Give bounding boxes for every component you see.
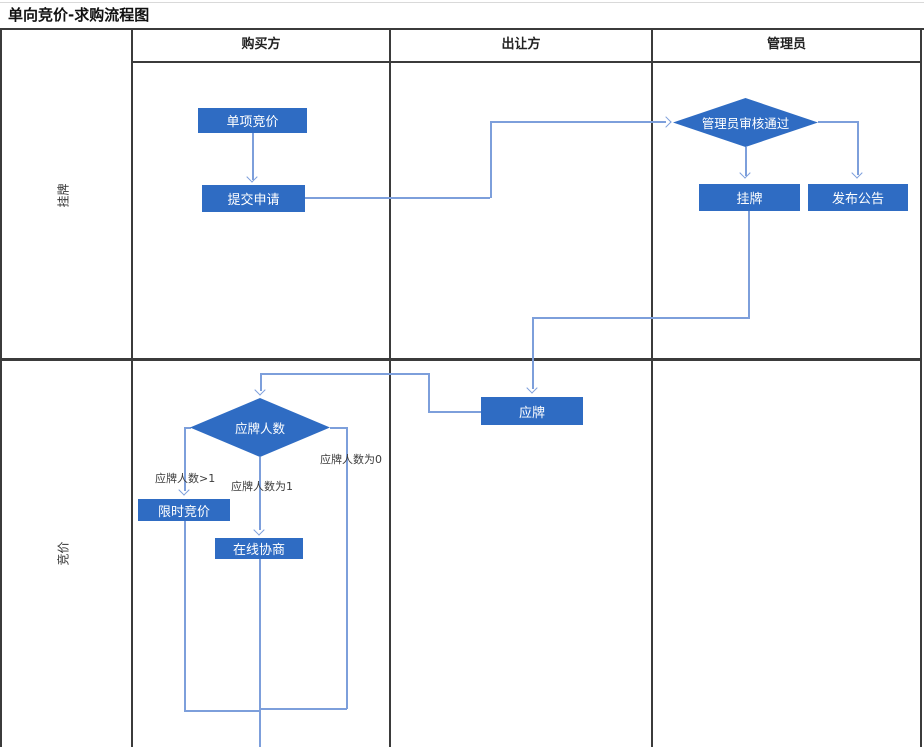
arrowhead — [253, 524, 265, 536]
edge-submit-review-2 — [490, 121, 492, 198]
edge-count-zero-1 — [330, 427, 347, 429]
arrowhead — [178, 484, 190, 496]
edge-listing-respond-2 — [532, 317, 750, 319]
node-submit-application[interactable]: 提交申请 — [202, 185, 305, 212]
decision-responder-count[interactable]: 应牌人数 — [190, 398, 330, 457]
edge-review-announce-1 — [818, 121, 858, 123]
lane-divider-3 — [651, 28, 653, 747]
edge-respond-count-2 — [428, 373, 430, 412]
table-top-border — [0, 28, 924, 30]
page-title: 单向竞价-求购流程图 — [8, 6, 150, 24]
edge-count-timed-2 — [184, 427, 186, 491]
lane-header-transferor: 出让方 — [501, 37, 541, 52]
arrowhead — [851, 167, 863, 179]
edge-count-zero-2 — [346, 427, 348, 709]
edge-respond-count-1 — [428, 411, 481, 413]
edge-label-eq0: 应牌人数为0 — [320, 453, 382, 466]
window-top-divider — [0, 2, 924, 3]
arrowhead — [526, 382, 538, 394]
node-single-bid[interactable]: 单项竞价 — [198, 108, 307, 133]
edge-review-listing — [745, 147, 747, 176]
node-respond[interactable]: 应牌 — [481, 397, 583, 425]
edge-respond-count-3 — [260, 373, 429, 375]
edge-review-announce-2 — [857, 121, 859, 175]
table-left-border — [0, 28, 2, 747]
edge-label-eq1: 应牌人数为1 — [231, 480, 293, 493]
lane-divider-2 — [389, 28, 391, 747]
arrowhead — [739, 167, 751, 179]
edge-count-timed-1 — [184, 427, 191, 429]
lane-divider-1 — [131, 28, 133, 747]
header-row-border — [131, 61, 922, 63]
phase-label-listing: 挂牌 — [56, 183, 71, 208]
decision-admin-review[interactable]: 管理员审核通过 — [673, 98, 818, 147]
phase-row-border — [0, 358, 922, 361]
arrowhead — [254, 384, 266, 396]
edge-count-zero-3 — [260, 708, 347, 710]
edge-negotiate-down — [259, 559, 261, 747]
edge-singlebid-submit — [252, 133, 254, 180]
edge-listing-respond-1 — [748, 211, 750, 317]
node-listing[interactable]: 挂牌 — [699, 184, 800, 211]
edge-submit-review-3 — [490, 121, 666, 123]
edge-timed-merge-2 — [184, 710, 260, 712]
edge-respond-count-4 — [260, 373, 262, 391]
edge-listing-respond-3 — [532, 317, 534, 389]
edge-label-gt1: 应牌人数>1 — [155, 472, 216, 485]
node-online-negotiation[interactable]: 在线协商 — [215, 538, 303, 559]
edge-timed-merge-1 — [184, 521, 186, 711]
edge-count-negotiate — [259, 457, 261, 530]
table-right-border — [920, 28, 922, 747]
arrowhead — [246, 171, 258, 183]
node-publish-announcement[interactable]: 发布公告 — [808, 184, 908, 211]
edge-submit-review-1 — [305, 197, 490, 199]
phase-label-bidding: 竞价 — [56, 541, 71, 566]
lane-header-admin: 管理员 — [766, 37, 806, 52]
node-timed-bidding[interactable]: 限时竞价 — [138, 499, 230, 521]
lane-header-buyer: 购买方 — [241, 37, 281, 52]
arrowhead — [660, 116, 672, 128]
